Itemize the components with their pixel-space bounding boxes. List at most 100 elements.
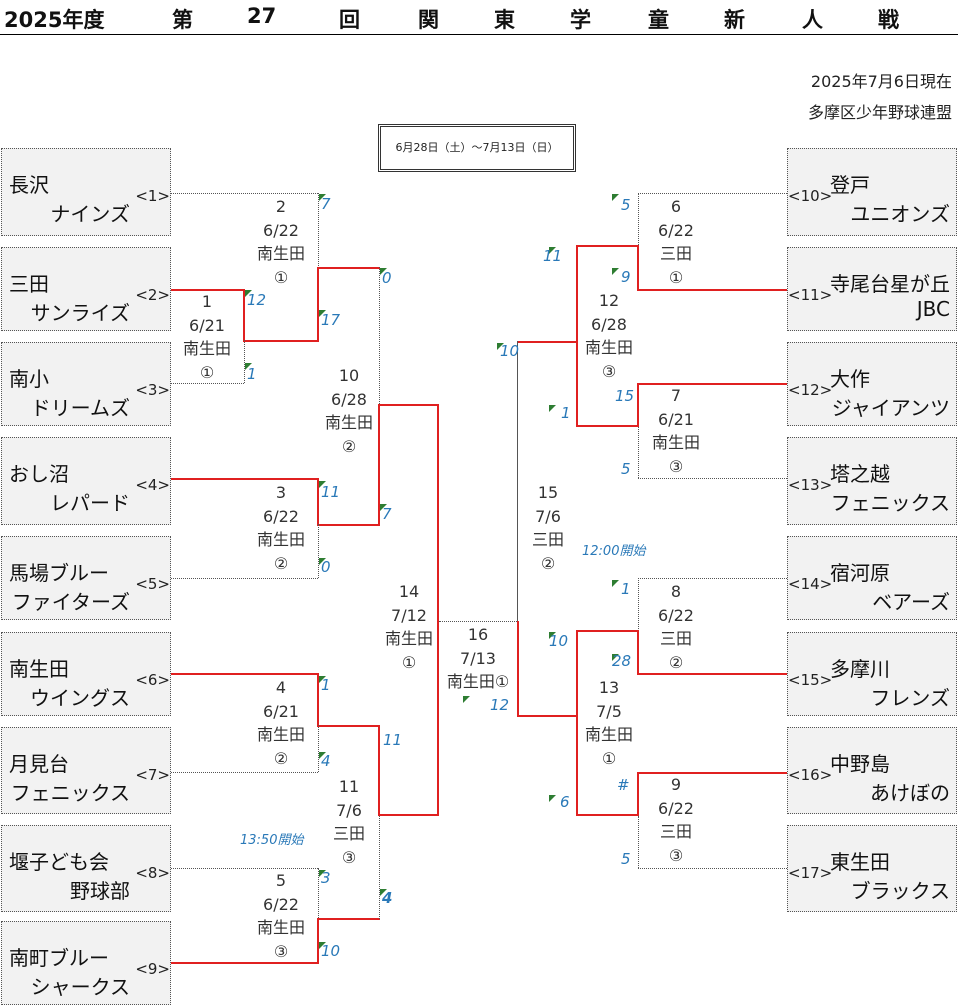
team-name-sub: ナインズ [50,202,130,226]
bracket-line [171,193,318,194]
team-name-sub: JBC [916,297,950,321]
team-name: 宿河原 [830,561,890,585]
match-venue: 南生田 [256,725,305,744]
bracket-line-winner [378,404,380,526]
header-char: 人 [802,8,823,32]
match-number: 5 [275,871,287,890]
score: 10 [500,342,520,360]
match-number: 1 [201,292,213,311]
bracket-line [638,427,639,478]
team-seed: <11> [788,286,833,304]
header-char: 関 [418,8,439,32]
team-seed: <17> [788,864,833,882]
bracket-line-winner [576,630,578,816]
bracket-line-winner [576,814,639,816]
match-date: 6/22 [658,605,694,625]
team-seed: <1> [135,187,170,205]
bracket-line [318,868,319,920]
team-box: 東生田ブラックス<17> [787,825,957,912]
bracket-line [517,341,518,621]
team-name-sub: ウイングス [30,686,130,710]
bracket-line [638,478,787,479]
bracket-line [171,383,244,384]
bracket-line-winner [637,383,639,427]
start-time-note: 12:00開始 [582,544,646,559]
team-name: 馬場ブルー [9,561,109,585]
match-venue: 南生田 [256,244,305,263]
bracket-line-winner [517,715,578,717]
match-number: 3 [275,483,287,502]
score: 12 [490,696,510,714]
flag-icon [319,558,326,565]
team-box: 月見台フェニックス<7> [1,727,171,814]
team-box: 南生田ウイングス<6> [1,632,171,716]
bracket-line-winner [317,524,380,526]
team-box: 塔之越フェニックス<13> [787,437,957,525]
team-name: 塔之越 [830,462,890,486]
match-number: 7 [670,386,682,405]
team-box: 長沢ナインズ<1> [1,148,171,236]
flag-icon [612,268,619,275]
match-field: ① [199,362,215,382]
team-box: 多摩川フレンズ<15> [787,632,957,716]
bracket-line [638,193,787,194]
team-name: 大作 [830,367,870,391]
flag-icon [612,194,619,201]
score: 4 [321,752,331,770]
team-name: 堰子ども会 [9,850,109,874]
header-char: 東 [494,8,515,32]
bracket-line-winner [576,245,578,427]
start-time-note: 13:50開始 [240,833,304,848]
match-field: ② [668,652,684,672]
bracket-line [244,340,245,383]
match-venue: 南生田 [584,725,633,744]
header-year: 2025年度 [4,8,105,32]
bracket-line [638,868,787,869]
flag-icon [549,795,556,802]
flag-icon [319,310,326,317]
match-date: 7/12 [391,605,427,625]
score: 15 [615,387,635,405]
match-venue: 南生田 [182,339,231,358]
bracket-line-winner [317,673,319,727]
bracket-line-winner [317,267,319,342]
team-seed: <5> [135,575,170,593]
score: 0 [321,558,331,576]
score: # [617,776,630,794]
bracket-line [318,524,319,578]
bracket-line-winner [378,814,439,816]
flag-icon [319,676,326,683]
team-name-sub: レパード [50,491,130,515]
team-seed: <7> [135,766,170,784]
bracket-line [379,267,380,404]
match-venue: 三田 [332,824,365,843]
match-venue: 南生田 [324,413,373,432]
match-number: 6 [670,197,682,216]
match-number: 13 [598,678,620,697]
bracket-line [318,725,319,772]
team-box: 南小ドリームズ<3> [1,342,171,426]
match-date: 7/6 [535,506,561,526]
match-venue: 三田 [659,629,692,648]
header-char: 学 [570,8,591,32]
score: 12 [247,291,267,309]
team-name-sub: あけぼの [870,781,950,805]
bracket-line-winner [317,478,319,526]
match-venue: 南生田 [256,918,305,937]
team-name: 月見台 [9,752,69,776]
score: 11 [383,731,403,749]
flag-icon [380,889,387,896]
bracket-line-winner [517,621,519,717]
match-field: ③ [601,361,617,381]
header-char: 第 [172,8,193,32]
bracket-line [439,621,517,622]
bracket-line-winner [317,918,319,964]
team-name: おし沼 [9,462,69,486]
bracket-line [638,816,639,868]
team-seed: <14> [788,575,833,593]
team-box: おし沼レパード<4> [1,437,171,525]
